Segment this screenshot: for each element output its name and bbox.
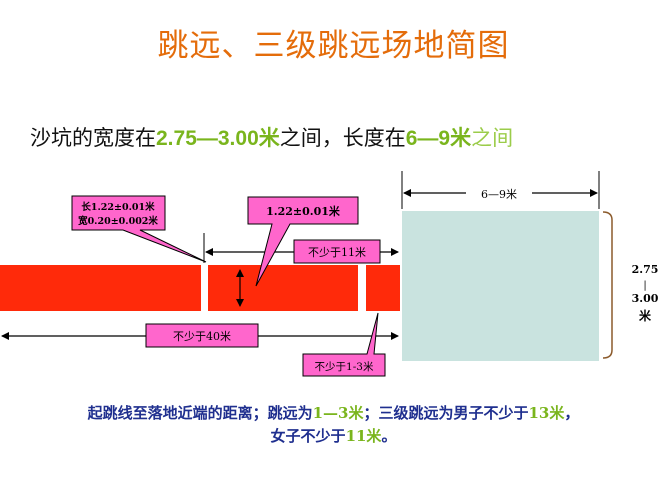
takeoff-distance-callout <box>302 312 386 377</box>
min-40-box <box>145 323 259 348</box>
pit-width-unit: 米 <box>258 127 280 150</box>
caption-text: 起跳线至落地近端的距离；跳远为 <box>87 404 313 422</box>
pit-length-unit: 米 <box>450 127 472 150</box>
caption-text: 。 <box>381 427 397 445</box>
pit-length-value: 6—9 <box>405 127 451 150</box>
caption-text: ；三级跳远为男子不少于 <box>363 404 529 422</box>
sand-pit <box>402 211 599 361</box>
pit-width-top: 2.75 <box>632 263 659 276</box>
subtitle-text-2: 之间，长度在 <box>279 126 406 150</box>
board-size-callout <box>71 195 207 263</box>
takeoff-distance-label: 不少于1-3米 <box>315 360 374 373</box>
min-40-label: 不少于40米 <box>173 330 231 343</box>
pit-width-bottom: 3.00 <box>632 292 659 305</box>
caption-line-1: 起跳线至落地近端的距离；跳远为1—3米；三级跳远为男子不少于13米， <box>0 402 667 423</box>
runway-segment-end <box>366 265 400 311</box>
min-11-box <box>293 239 381 264</box>
min-11-label: 不少于11米 <box>308 246 366 259</box>
board-width-callout <box>247 196 359 287</box>
subtitle-text-3: 之间 <box>471 126 514 150</box>
board-width-label: 1.22±0.01米 <box>266 204 341 218</box>
long-jump-distance: 1—3米 <box>312 404 364 422</box>
runway-segment-left <box>0 265 201 311</box>
triple-jump-women: 11米 <box>345 427 382 445</box>
caption-line-2: 女子不少于11米。 <box>0 425 667 446</box>
takeoff-board <box>208 265 358 311</box>
pit-width-sep: | <box>643 280 646 291</box>
board-size-line2: 宽0.20±0.002米 <box>77 215 158 227</box>
subtitle: 沙坑的宽度在2.75—3.00米之间，长度在6—9米之间 <box>30 122 513 152</box>
pit-length-label-bg <box>466 185 532 201</box>
pit-width-value: 2.75—3.00 <box>156 127 259 150</box>
page-title: 跳远、三级跳远场地简图 <box>157 28 510 64</box>
pit-length-label: 6—9米 <box>481 188 517 201</box>
caption-text: 女子不少于 <box>270 427 346 445</box>
caption-text: ， <box>564 404 580 422</box>
subtitle-text-1: 沙坑的宽度在 <box>30 126 156 150</box>
pit-width-unit: 米 <box>639 308 652 323</box>
triple-jump-men: 13米 <box>528 404 565 422</box>
pit-width-bracket <box>602 211 613 359</box>
board-size-line1: 长1.22±0.01米 <box>81 201 155 213</box>
